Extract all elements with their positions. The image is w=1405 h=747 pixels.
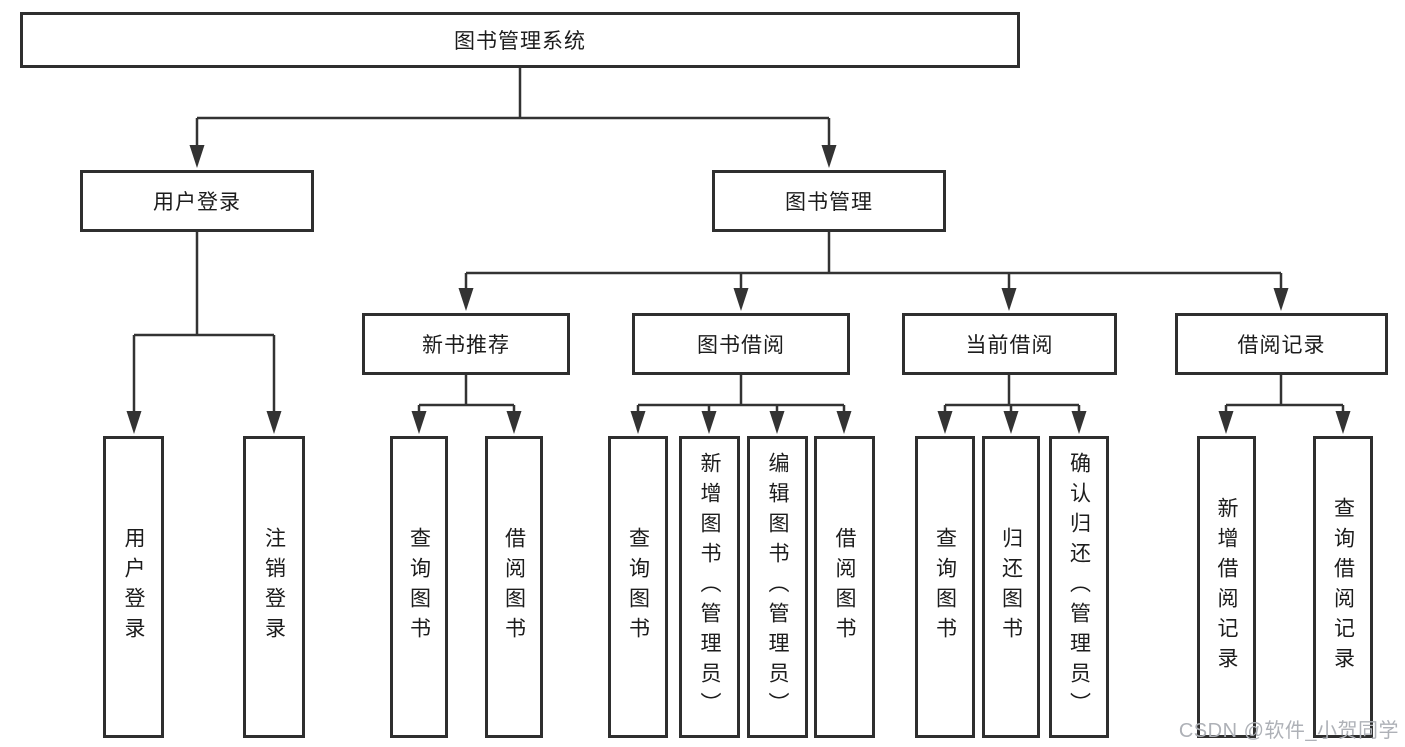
leaf-cb-query-books-label: 查询图书 — [933, 527, 957, 647]
node-user-login-label: 用户登录 — [153, 191, 241, 214]
node-book-borrowing-label: 图书借阅 — [697, 334, 785, 357]
leaf-br-query-record-label: 查询借阅记录 — [1331, 497, 1355, 677]
node-current-borrowing: 当前借阅 — [902, 313, 1117, 375]
leaf-bb-borrow-books: 借阅图书 — [814, 436, 875, 738]
node-book-management: 图书管理 — [712, 170, 946, 232]
leaf-cb-query-books: 查询图书 — [915, 436, 975, 738]
leaf-rec-query-books-label: 查询图书 — [407, 527, 431, 647]
leaf-bb-edit-books-admin: 编辑图书（管理员） — [747, 436, 808, 738]
leaf-br-add-record: 新增借阅记录 — [1197, 436, 1256, 738]
leaf-bb-add-books-admin: 新增图书（管理员） — [679, 436, 740, 738]
leaf-bb-add-books-admin-label: 新增图书（管理员） — [698, 452, 721, 722]
leaf-user-login: 用户登录 — [103, 436, 164, 738]
leaf-br-add-record-label: 新增借阅记录 — [1215, 497, 1238, 677]
leaf-rec-borrow-books-label: 借阅图书 — [502, 527, 526, 647]
leaf-logout-login-label: 注销登录 — [262, 527, 286, 647]
leaf-rec-query-books: 查询图书 — [390, 436, 448, 738]
leaf-bb-query-books-label: 查询图书 — [626, 527, 650, 647]
node-book-management-label: 图书管理 — [785, 191, 873, 214]
leaf-cb-return-books-label: 归还图书 — [999, 527, 1023, 647]
node-current-borrowing-label: 当前借阅 — [965, 334, 1054, 357]
node-new-book-recommendation: 新书推荐 — [362, 313, 570, 375]
node-book-borrowing: 图书借阅 — [632, 313, 850, 375]
watermark: CSDN @软件_小贺同学 — [1178, 720, 1399, 742]
node-borrowing-records-label: 借阅记录 — [1237, 334, 1326, 357]
leaf-bb-edit-books-admin-label: 编辑图书（管理员） — [766, 452, 789, 722]
node-new-book-recommendation-label: 新书推荐 — [422, 334, 510, 357]
node-root-label: 图书管理系统 — [454, 30, 586, 53]
arrowheads — [126, 145, 1351, 434]
leaf-rec-borrow-books: 借阅图书 — [485, 436, 543, 738]
leaf-bb-borrow-books-label: 借阅图书 — [833, 527, 856, 647]
node-user-login: 用户登录 — [80, 170, 314, 232]
leaf-br-query-record: 查询借阅记录 — [1313, 436, 1373, 738]
leaf-cb-return-books: 归还图书 — [982, 436, 1040, 738]
node-root: 图书管理系统 — [20, 12, 1020, 68]
leaf-logout-login: 注销登录 — [243, 436, 305, 738]
leaf-bb-query-books: 查询图书 — [608, 436, 668, 738]
leaf-user-login-label: 用户登录 — [122, 527, 145, 647]
leaf-cb-confirm-return-admin: 确认归还（管理员） — [1049, 436, 1109, 738]
leaf-cb-confirm-return-admin-label: 确认归还（管理员） — [1067, 452, 1091, 722]
node-borrowing-records: 借阅记录 — [1175, 313, 1388, 375]
